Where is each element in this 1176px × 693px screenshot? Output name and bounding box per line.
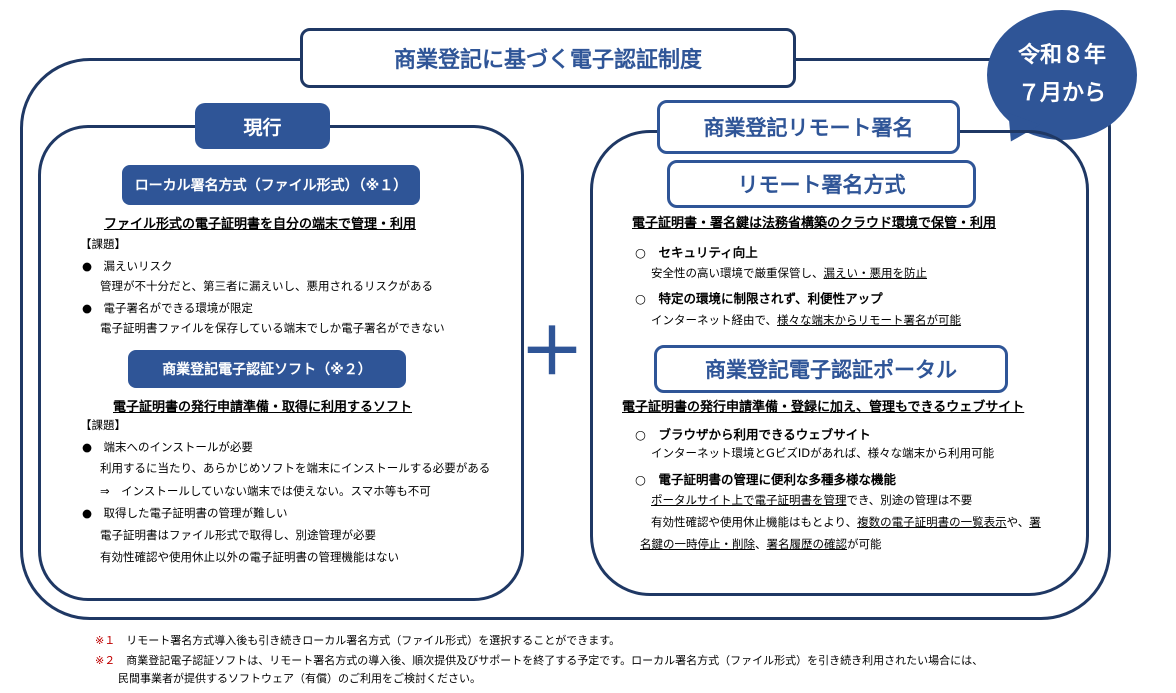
local-item-2-desc: 電子証明書ファイルを保存している端末でしか電子署名ができない xyxy=(100,321,445,335)
portal-item-1: ○ ブラウザから利用できるウェブサイト xyxy=(635,424,871,443)
portal-heading: 電子証明書の発行申請準備・登録に加え、管理もできるウェブサイト xyxy=(622,400,1025,415)
soft-heading: 電子証明書の発行申請準備・取得に利用するソフト xyxy=(113,400,413,415)
footnote-2: ※２ 商業登記電子認証ソフトは、リモート署名方式の導入後、順次提供及びサポートを… xyxy=(95,652,983,668)
desc-emphasis: ポータルサイト上で電子証明書を管理 xyxy=(651,493,847,507)
desc-text: 安全性の高い環境で厳重保管し、 xyxy=(651,266,824,280)
item-title: セキュリティ向上 xyxy=(658,245,758,260)
soft-item-2: ● 取得した電子証明書の管理が難しい xyxy=(82,506,288,520)
footnote-text: リモート署名方式導入後も引き続きローカル署名方式（ファイル形式）を選択することが… xyxy=(126,634,621,647)
footnote-mark: ※１ xyxy=(95,634,116,647)
desc-text: や、 xyxy=(1006,515,1030,529)
local-heading: ファイル形式の電子証明書を自分の端末で管理・利用 xyxy=(104,217,417,232)
remote-label: 商業登記リモート署名 xyxy=(657,100,960,154)
portal-item-2-line2: 有効性確認や使用休止機能はもとより、複数の電子証明書の一覧表示や、署 xyxy=(651,515,1041,529)
main-title: 商業登記に基づく電子認証制度 xyxy=(300,28,796,88)
footnote-text: 商業登記電子認証ソフトは、リモート署名方式の導入後、順次提供及びサポートを終了す… xyxy=(126,654,984,667)
bullet-icon: ● xyxy=(82,440,93,454)
badge-line2: ７月から xyxy=(1017,81,1106,106)
badge-line1: 令和８年 xyxy=(1017,43,1106,68)
desc-emphasis: 署名履歴の確認 xyxy=(766,537,848,551)
remote-item-1: ○ セキュリティ向上 xyxy=(635,242,758,261)
footnote-mark: ※２ xyxy=(95,654,116,667)
desc-text: が可能 xyxy=(847,537,882,551)
plus-sign: ＋ xyxy=(520,316,584,390)
portal-item-2-line3: 名鍵の一時停止・削除、署名履歴の確認が可能 xyxy=(640,537,882,551)
circle-bullet-icon: ○ xyxy=(635,245,646,260)
desc-emphasis: 漏えい・悪用を防止 xyxy=(823,266,928,280)
soft-issues-label: 【課題】 xyxy=(80,418,126,432)
remote-method-label: リモート署名方式 xyxy=(667,160,976,208)
portal-item-2-line1: ポータルサイト上で電子証明書を管理でき、別途の管理は不要 xyxy=(651,493,972,507)
bullet-icon: ● xyxy=(82,259,93,273)
local-issues-label: 【課題】 xyxy=(80,237,126,251)
bullet-icon: ● xyxy=(82,506,93,520)
circle-bullet-icon: ○ xyxy=(635,427,646,442)
soft-item-1-desc: 利用するに当たり、あらかじめソフトを端末にインストールする必要がある xyxy=(100,461,491,475)
desc-emphasis: 複数の電子証明書の一覧表示 xyxy=(857,515,1007,529)
local-signature-label: ローカル署名方式（ファイル形式）（※１） xyxy=(122,165,420,205)
current-label: 現行 xyxy=(195,103,330,149)
local-item-1: ● 漏えいリスク xyxy=(82,259,173,273)
desc-text: でき、別途の管理は不要 xyxy=(846,493,973,507)
remote-item-2-desc: インターネット経由で、様々な端末からリモート署名が可能 xyxy=(651,313,961,327)
soft-item-1-note: ⇒ インストールしていない端末では使えない。スマホ等も不可 xyxy=(100,484,431,498)
desc-emphasis: 名鍵の一時停止・削除 xyxy=(640,537,755,551)
portal-label: 商業登記電子認証ポータル xyxy=(654,345,1008,393)
bullet-icon: ● xyxy=(82,301,93,315)
item-title: 漏えいリスク xyxy=(103,259,173,273)
remote-method-heading: 電子証明書・署名鍵は法務省構築のクラウド環境で保管・利用 xyxy=(632,216,997,231)
desc-emphasis: 署 xyxy=(1029,515,1041,529)
item-title: 電子署名ができる環境が限定 xyxy=(103,301,253,315)
item-title: 電子証明書の管理に便利な多種多様な機能 xyxy=(658,472,896,487)
circle-bullet-icon: ○ xyxy=(635,472,646,487)
portal-item-1-desc: インターネット環境とGビズIDがあれば、様々な端末から利用可能 xyxy=(651,446,995,460)
item-title: 特定の環境に制限されず、利便性アップ xyxy=(658,291,883,306)
soft-item-2-desc2: 有効性確認や使用休止以外の電子証明書の管理機能はない xyxy=(100,550,399,564)
item-title: 端末へのインストールが必要 xyxy=(103,440,253,454)
soft-item-1: ● 端末へのインストールが必要 xyxy=(82,440,253,454)
item-title: ブラウザから利用できるウェブサイト xyxy=(658,427,871,442)
date-badge: 令和８年 ７月から xyxy=(987,10,1137,140)
local-item-2: ● 電子署名ができる環境が限定 xyxy=(82,301,253,315)
local-item-1-desc: 管理が不十分だと、第三者に漏えいし、悪用されるリスクがある xyxy=(100,279,434,293)
circle-bullet-icon: ○ xyxy=(635,291,646,306)
soft-label: 商業登記電子認証ソフト（※２） xyxy=(128,350,406,388)
remote-item-1-desc: 安全性の高い環境で厳重保管し、漏えい・悪用を防止 xyxy=(651,266,927,280)
footnote-1: ※１ リモート署名方式導入後も引き続きローカル署名方式（ファイル形式）を選択する… xyxy=(95,632,620,648)
item-title: 取得した電子証明書の管理が難しい xyxy=(103,506,288,520)
footnote-2-cont: 民間事業者が提供するソフトウェア（有償）のご利用をご検討ください。 xyxy=(118,672,481,685)
portal-item-2: ○ 電子証明書の管理に便利な多種多様な機能 xyxy=(635,469,896,488)
remote-item-2: ○ 特定の環境に制限されず、利便性アップ xyxy=(635,288,883,307)
desc-text: 、 xyxy=(755,537,767,551)
desc-text: 有効性確認や使用休止機能はもとより、 xyxy=(651,515,858,529)
soft-item-2-desc1: 電子証明書はファイル形式で取得し、別途管理が必要 xyxy=(100,528,376,542)
desc-emphasis: 様々な端末からリモート署名が可能 xyxy=(777,313,962,327)
desc-text: インターネット経由で、 xyxy=(651,313,778,327)
